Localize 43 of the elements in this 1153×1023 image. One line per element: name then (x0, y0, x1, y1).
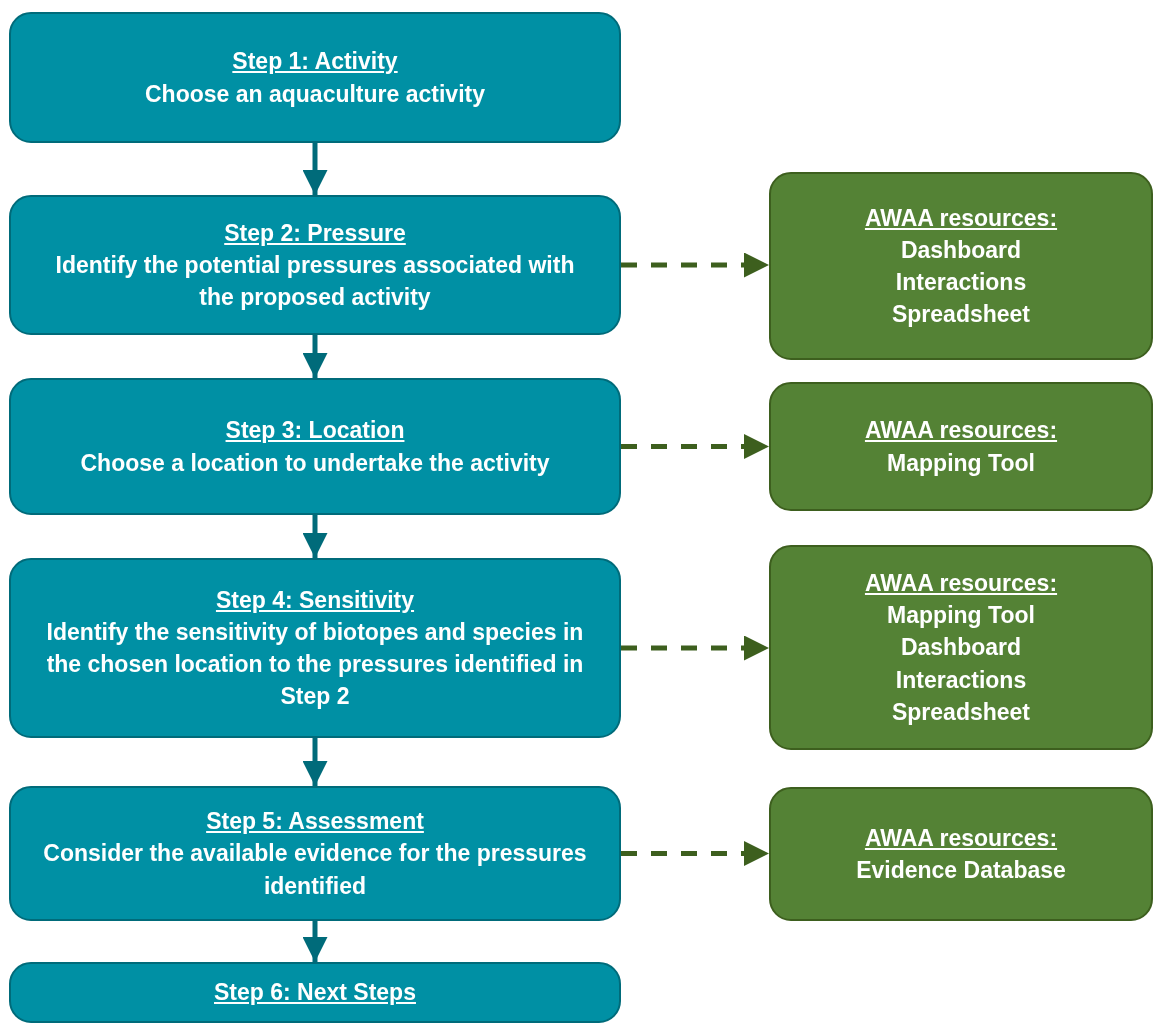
box-heading: Step 5: Assessment (206, 807, 424, 837)
resource-item: Spreadsheet (891, 300, 1031, 330)
resource-box (769, 787, 1153, 921)
resource-box (769, 172, 1153, 360)
arrow (302, 515, 328, 558)
resource-item: Interactions (895, 665, 1027, 695)
arrow (302, 738, 328, 786)
box-description: Identify the potential pressures associated with the proposed activity (54, 250, 576, 313)
process-box (9, 786, 621, 921)
resource-item: Interactions (895, 268, 1027, 297)
arrow (302, 143, 328, 195)
box-heading: Step 4: Sensitivity (215, 585, 415, 615)
box-heading: Step 2: Pressure (224, 218, 406, 248)
box-heading: Step 3: Location (225, 416, 405, 446)
process-box (9, 195, 621, 335)
box-heading: AWAA resources: (864, 569, 1058, 599)
process-box (9, 12, 621, 143)
resource-item: Dashboard (900, 633, 1022, 663)
resource-item: Mapping Tool (887, 601, 1035, 631)
resource-item: Evidence Database (856, 856, 1066, 885)
process-box (9, 558, 621, 738)
resource-box (769, 382, 1153, 511)
process-box (9, 378, 621, 515)
resource-item: Dashboard (900, 235, 1022, 265)
box-description: Identify the sensitivity of biotopes and species in the chosen location to the pressures identified in Step 2 (45, 617, 585, 712)
box-heading: Step 6: Next Steps (214, 978, 416, 1008)
box-description: Choose a location to undertake the activity (80, 448, 550, 478)
dashed-arrow (621, 841, 769, 866)
process-box (9, 962, 621, 1023)
arrow (302, 921, 328, 962)
dashed-arrow (621, 252, 769, 278)
box-heading: AWAA resources: (864, 823, 1058, 853)
resource-item: Spreadsheet (891, 697, 1031, 727)
box-heading: Step 1: Activity (232, 47, 398, 77)
box-description: Choose an aquaculture activity (145, 79, 485, 109)
dashed-arrow (621, 434, 769, 459)
arrow (302, 335, 328, 378)
box-heading: AWAA resources: (864, 203, 1058, 233)
dashed-arrow (621, 635, 769, 661)
resource-box (769, 545, 1153, 750)
box-description: Consider the available evidence for the pressures identified (42, 839, 588, 901)
resource-item: Mapping Tool (887, 448, 1035, 478)
box-heading: AWAA resources: (864, 416, 1058, 446)
